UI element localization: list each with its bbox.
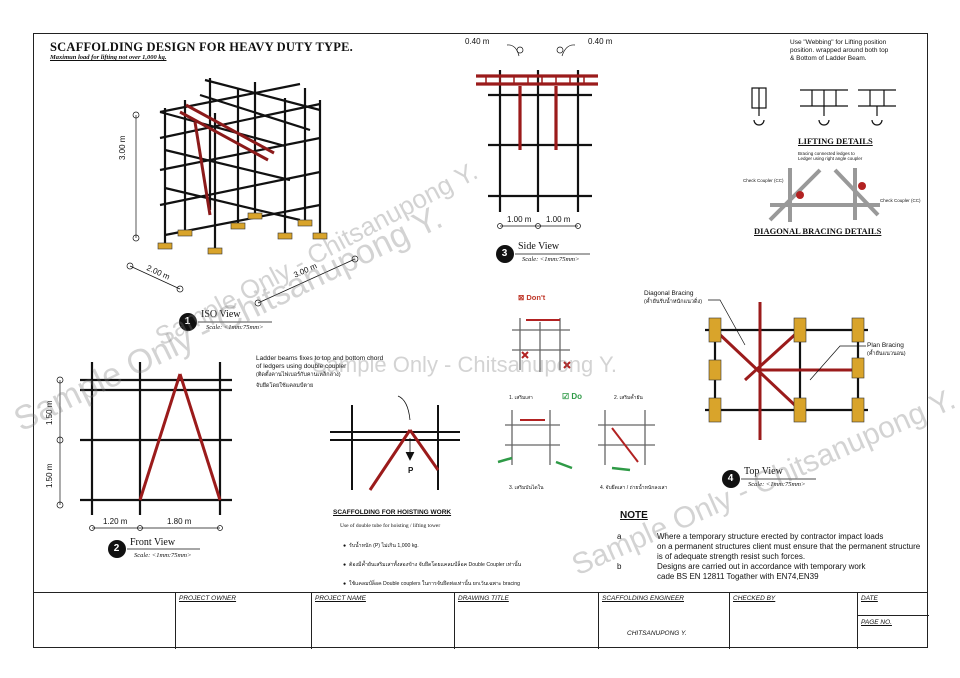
side-view-drawing [488,70,592,212]
tb-date-page: DATE PAGE NO. [857,593,929,649]
diagonal-bracing-drawing [768,168,880,222]
badge-circles [108,245,740,558]
tb-project-owner: PROJECT OWNER [175,593,311,649]
front-view-dimensions [56,376,223,531]
top-view-leader-lines [708,299,866,381]
dont-diagram [512,318,570,372]
front-view-drawing [80,362,232,515]
top-view-scale: Scale: <1mm:75mm> [748,481,806,488]
front-view-scale: Scale: <1mm:75mm> [134,552,192,559]
do-step-1: 1. เสริมเสา [509,395,533,401]
side-view-ladder-rungs [485,76,585,84]
top-view-title: Top View [744,466,783,477]
tb-checked-by: CHECKED BY [729,593,857,649]
hoist-detail-drawing [330,405,460,490]
iso-view-number: 1 [184,316,191,327]
side-view-red-beam [476,74,598,150]
dont-label: ⊠ Don't [518,293,546,302]
do-label: ☑ Do [562,392,583,401]
tb-drawing-title: DRAWING TITLE [454,593,598,649]
view-title-underlines [127,253,816,550]
iso-view-title: ISO View [201,309,241,320]
lifting-details-heading: LIFTING DETAILS [798,136,873,146]
hoist-red-braces [368,429,440,491]
notes-list: a Where a temporary structure erected by… [617,532,920,582]
side-view-dimensions [497,44,581,229]
front-view-red-braces [138,373,222,501]
diagonal-label-right: Check Coupler (CC) [880,198,921,203]
hoisting-bullet: ● ต้องมีค้ำยันเสริมเสาทั้งสองข้าง จับยึด… [343,562,522,568]
do-red-braces [520,419,639,463]
page-title: SCAFFOLDING DESIGN FOR HEAVY DUTY TYPE. [50,40,353,54]
top-view-diagonal-label: Diagonal Bracing(ค้ำยันรับน้ำหนักแนวดิ่ง… [644,290,703,305]
hoist-load-arrow [397,395,415,461]
hoisting-bullets: ● รับน้ำหนัก (P) ไม่เกิน 1,000 kg. ● ต้อ… [343,537,521,594]
do-step-2: 2. เสริมค้ำยัน [614,395,643,401]
diagonal-label-left: Check Coupler (CC) [743,178,784,183]
top-view-number: 4 [727,473,734,484]
hoisting-bullet: ● รับน้ำหนัก (P) ไม่เกิน 1,000 kg. [343,543,419,549]
hoist-load-label: P [408,466,414,475]
top-view-red-bracing [713,302,858,440]
front-dim-bottom-right: 1.80 m [167,517,192,526]
side-dim-right-top: 0.40 m [588,37,613,46]
dont-red-marks [521,319,571,369]
front-dim-bottom-left: 1.20 m [103,517,128,526]
side-view-scale: Scale: <1mm:75mm> [522,256,580,263]
drawing-sheet [33,33,928,648]
note-item: a Where a temporary structure erected by… [617,532,921,561]
side-dim-bottom-left: 1.00 m [507,215,532,224]
side-dim-bottom-right: 1.00 m [546,215,571,224]
diagonal-couplers [796,182,866,199]
front-dim-upper: 1.50 m [45,400,54,425]
diagonal-bracing-heading: DIAGONAL BRACING DETAILS [754,226,882,236]
front-view-title: Front View [130,537,176,548]
note-item: b Designs are carried out in accordance … [617,562,866,581]
tb-project-name: PROJECT NAME [311,593,454,649]
side-view-title: Side View [518,241,560,252]
side-dim-left-top: 0.40 m [465,37,490,46]
do-green-arrows [497,456,631,472]
top-view-plan-label: Plan Bracing(ค้ำยันแนวนอน) [867,342,906,357]
iso-view-scale: Scale: <1mm:75mm> [206,324,264,331]
do-step-3: 3. เสริมบันไดใน [509,485,544,491]
ladder-beam-note: Ladder beams fixes to top and bottom cho… [256,355,384,389]
side-view-number: 3 [501,248,508,259]
notes-heading: NOTE [620,510,648,521]
hoisting-bullet: ● ใช้แคลมป์ล็อค Double couplers ในการจับ… [343,581,521,587]
title-block: PROJECT OWNER PROJECT NAME DRAWING TITLE… [33,592,929,649]
front-view-number: 2 [113,543,120,554]
tb-engineer: SCAFFOLDING ENGINEER CHITSANUPONG Y. [598,593,729,649]
front-dim-lower: 1.50 m [45,463,54,488]
lifting-details-drawing [751,87,896,126]
do-diagram-2 [598,410,655,465]
do-step-4: 4. จับยึดเสา / ถ่ายน้ำหนักลงเสา [600,485,668,491]
hoisting-intro: Use of double tube for hoisting / liftin… [340,523,441,529]
page-subtitle: Maximun load for lifting not over 1,000 … [50,54,167,61]
hoisting-heading: SCAFFOLDING FOR HOISTING WORK [333,509,452,516]
iso-dimension-lines [126,111,359,307]
iso-red-ladder-beam [179,103,275,216]
iso-dim-height: 3.00 m [118,135,127,160]
top-view-base-pads [708,317,865,423]
do-diagram-1 [505,410,560,465]
